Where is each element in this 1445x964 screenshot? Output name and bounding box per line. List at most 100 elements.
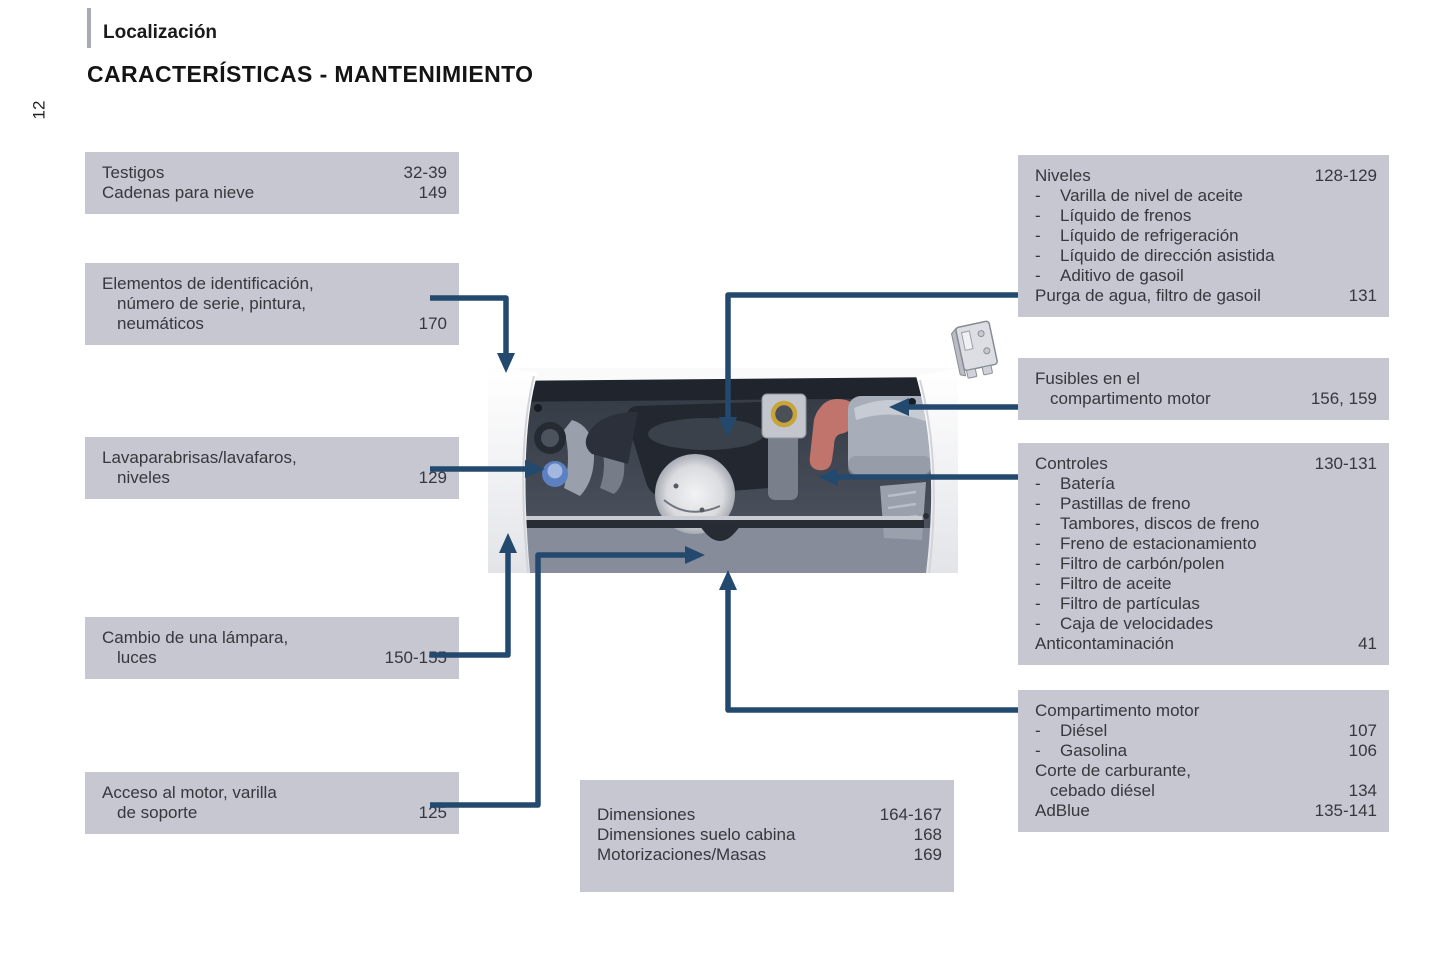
section-bar [87,8,91,48]
entry: - Tambores, discos de freno [1035,514,1377,534]
entry-text: Elementos de identificación, [102,274,314,293]
entry-text: Motorizaciones/Masas [597,845,767,864]
entry: - Líquido de frenos [1035,206,1377,226]
entry: - Gasolina 106 [1035,741,1377,761]
entry-text: niveles [117,468,170,487]
page-ref: 149 [418,183,447,202]
entry: Purga de agua, filtro de gasoil 131 [1035,286,1377,306]
oil-filler-cap [770,400,798,428]
entry: Lavaparabrisas/lavafaros, niveles 129 [102,448,447,488]
entry: - Filtro de carbón/polen [1035,554,1377,574]
entry-text: Filtro de carbón/polen [1060,554,1225,573]
page-ref: 125 [418,803,447,822]
callout-box-testigos: Testigos 32-39 Cadenas para nieve 149 [85,152,459,214]
entry-text: número de serie, pintura, [117,294,306,313]
entry-text: Fusibles en el [1035,369,1140,388]
entry: Cambio de una lámpara, luces 150-155 [102,628,447,668]
page-ref: 129 [418,468,447,487]
callout-box-lavaparabrisas: Lavaparabrisas/lavafaros, niveles 129 [85,437,459,499]
entry-text: Acceso al motor, varilla [102,783,277,802]
entry-text: Filtro de partículas [1060,594,1200,613]
entry-text: Niveles [1035,166,1091,185]
callout-box-fusibles: Fusibles en el compartimento motor 156, … [1018,358,1389,420]
page-ref: 130-131 [1314,454,1377,473]
entry: Corte de carburante, cebado diésel 134 [1035,761,1377,801]
page-ref: 169 [913,845,942,864]
entry: Motorizaciones/Masas 169 [597,845,942,865]
entry-text: Dimensiones suelo cabina [597,825,796,844]
page-ref: 41 [1358,634,1377,653]
entry-text: Varilla de nivel de aceite [1060,186,1244,205]
entry: Dimensiones 164-167 [597,805,942,825]
entry: Cadenas para nieve 149 [102,183,447,203]
entry: Controles 130-131 [1035,454,1377,474]
entry: Acceso al motor, varilla de soporte 125 [102,783,447,823]
page-ref: 135-141 [1314,801,1377,820]
page-number: 12 [29,100,49,120]
dash: - [1035,514,1041,533]
entry-text: Pastillas de freno [1060,494,1191,513]
entry: - Líquido de dirección asistida [1035,246,1377,266]
entry-text: de soporte [117,803,198,822]
arrow-acceso-motor [430,546,705,808]
entry: Testigos 32-39 [102,163,447,183]
page-ref: 150-155 [384,648,447,667]
callout-box-cambio-lampara: Cambio de una lámpara, luces 150-155 [85,617,459,679]
entry-text: Corte de carburante, [1035,761,1191,780]
dash: - [1035,226,1041,245]
entry-text: Testigos [102,163,165,182]
section-label: Localización [103,22,218,43]
entry: - Filtro de aceite [1035,574,1377,594]
entry-text: cebado diésel [1050,781,1155,800]
page-ref: 106 [1348,741,1377,760]
entry-text: luces [117,648,157,667]
dash: - [1035,554,1041,573]
gearbox-housing [655,454,735,534]
entry: Anticontaminación 41 [1035,634,1377,654]
entry: - Varilla de nivel de aceite [1035,186,1377,206]
engine-bay-photo [488,368,958,573]
entry-text: Líquido de dirección asistida [1060,246,1275,265]
dash: - [1035,474,1041,493]
entry: - Líquido de refrigeración [1035,226,1377,246]
dash: - [1035,266,1041,285]
entry: - Aditivo de gasoil [1035,266,1377,286]
page-ref: 156, 159 [1310,389,1377,408]
page-title: CARACTERÍSTICAS - MANTENIMIENTO [87,61,534,87]
entry-text: Líquido de refrigeración [1060,226,1239,245]
page-ref: 107 [1348,721,1377,740]
entry-text: Purga de agua, filtro de gasoil [1035,286,1261,305]
entry-text: Anticontaminación [1035,634,1174,653]
page-ref: 168 [913,825,942,844]
dash: - [1035,186,1041,205]
entry-text: Batería [1060,474,1115,493]
callout-box-controles: Controles 130-131 - Batería - Pastillas … [1018,443,1389,665]
entry-text: compartimento motor [1050,389,1211,408]
entry-text: neumáticos [117,314,204,333]
callout-box-elementos: Elementos de identificación, número de s… [85,263,459,345]
entry-text: Compartimento motor [1035,701,1200,720]
dash: - [1035,534,1041,553]
callout-box-niveles: Niveles 128-129 - Varilla de nivel de ac… [1018,155,1389,317]
entry-text: Controles [1035,454,1108,473]
entry-text: Caja de velocidades [1060,614,1214,633]
page-ref: 131 [1348,286,1377,305]
entry: Compartimento motor [1035,701,1377,721]
entry-text: Aditivo de gasoil [1060,266,1184,285]
entry-text: Gasolina [1060,741,1128,760]
entry: Elementos de identificación, número de s… [102,274,447,334]
entry-text: AdBlue [1035,801,1090,820]
entry-text: Filtro de aceite [1060,574,1172,593]
entry: - Filtro de partículas [1035,594,1377,614]
entry-text: Lavaparabrisas/lavafaros, [102,448,297,467]
entry: - Caja de velocidades [1035,614,1377,634]
entry: - Batería [1035,474,1377,494]
page-ref: 128-129 [1314,166,1377,185]
dash: - [1035,246,1041,265]
entry: - Diésel 107 [1035,721,1377,741]
entry: Niveles 128-129 [1035,166,1377,186]
dash: - [1035,206,1041,225]
entry-text: Cambio de una lámpara, [102,628,289,647]
dash: - [1035,574,1041,593]
entry-text: Freno de estacionamiento [1060,534,1257,553]
